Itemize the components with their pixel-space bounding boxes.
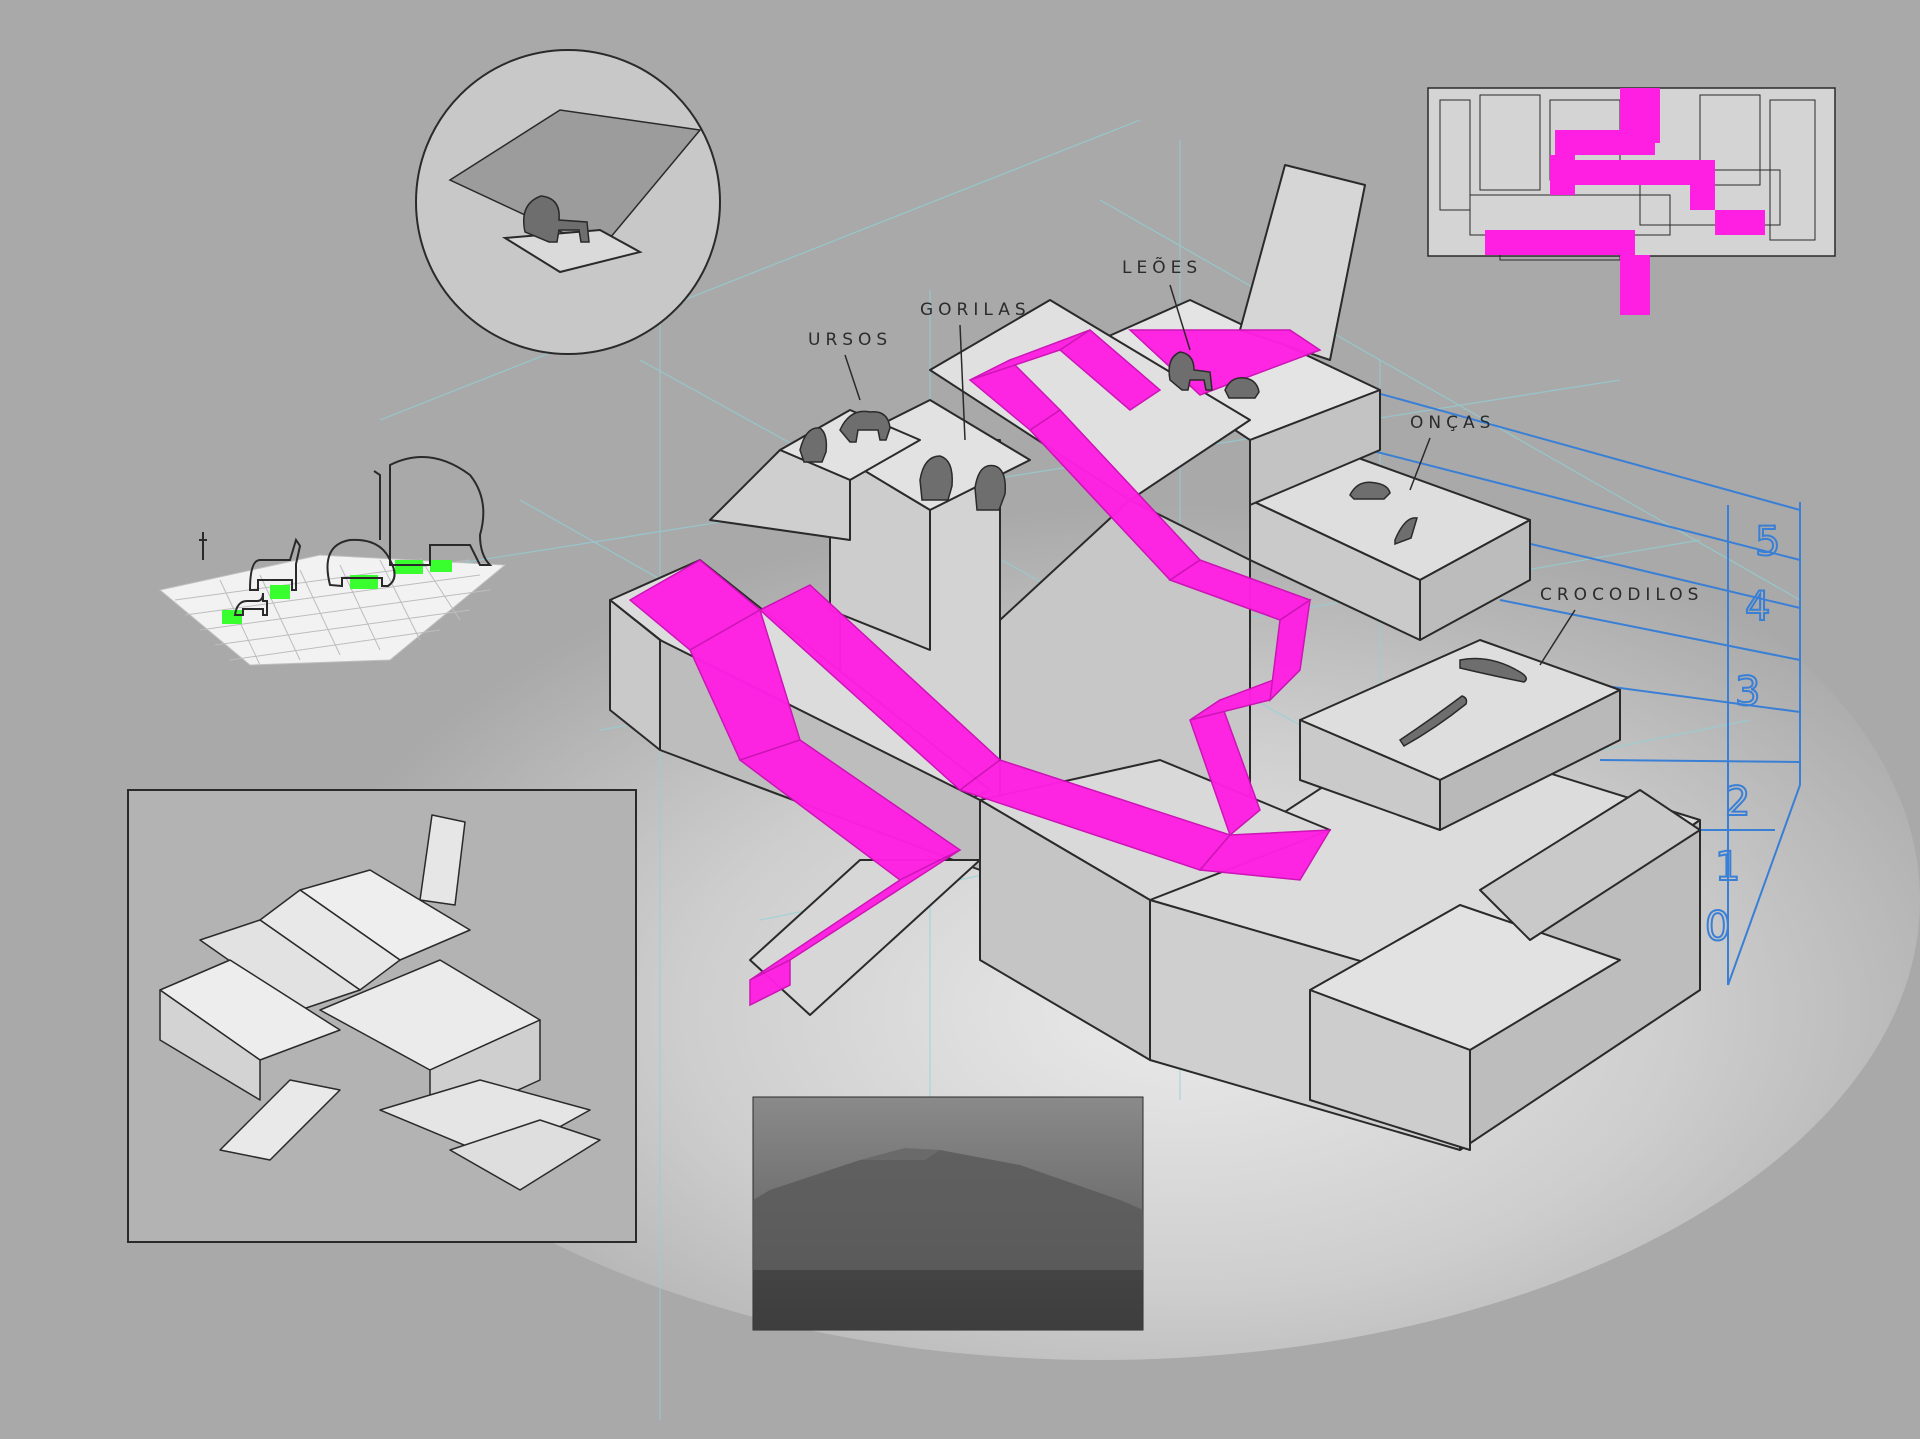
path-seg-16 <box>1058 329 1162 411</box>
plan-path <box>1575 160 1695 185</box>
level-2: 2 <box>1725 779 1750 825</box>
jaguar-icon <box>1394 517 1418 546</box>
jaguar-icon <box>1349 481 1391 500</box>
floor-plan <box>1427 87 1836 315</box>
preview-monolith <box>419 814 466 906</box>
dog-icon <box>233 592 268 616</box>
visitor-path <box>628 329 1332 1007</box>
path-seg-5 <box>749 958 791 1007</box>
crocodile-icon <box>1459 657 1527 683</box>
plan-path <box>1690 160 1715 210</box>
inset-platform <box>501 228 643 274</box>
block-base-front <box>979 799 1151 1061</box>
human-icon <box>199 532 207 560</box>
grid-cell-green <box>395 560 423 574</box>
level-1: 1 <box>1715 844 1740 890</box>
grid-cell-green <box>430 560 452 572</box>
preview-block <box>449 1119 601 1191</box>
ramp-right <box>1479 789 1701 941</box>
hippo-icon <box>326 538 396 588</box>
label-leoes: LEÕES <box>1122 256 1202 278</box>
level-0: 0 <box>1705 904 1730 950</box>
level-numbers: 0 1 2 3 4 5 <box>1704 518 1781 951</box>
fog-silhouette <box>860 1148 940 1160</box>
preview-block <box>159 989 261 1101</box>
preview-ramp <box>219 1079 341 1161</box>
label-crocodilos: CROCODILOS <box>1540 585 1703 605</box>
level-5: 5 <box>1755 519 1780 565</box>
animal-scale-grid <box>158 456 507 666</box>
deer-icon <box>248 537 302 591</box>
block-onca-side <box>1419 519 1531 641</box>
framed-preview <box>127 789 637 1243</box>
ramp-left <box>749 859 981 1016</box>
plan-path <box>1715 210 1765 235</box>
label-oncas: ONÇAS <box>1410 413 1495 433</box>
block-croc-side <box>1439 689 1621 831</box>
label-gorilas: GORILAS <box>920 300 1031 320</box>
circle-detail-inset <box>415 49 721 355</box>
path-seg-8 <box>1198 829 1332 881</box>
grid-cell-green <box>222 610 242 624</box>
block-urso-front <box>709 449 851 541</box>
elephant-icon <box>389 456 493 566</box>
plan-path <box>1485 230 1635 255</box>
crocodile-icon <box>1398 695 1468 747</box>
block-lion-front <box>1249 389 1381 506</box>
fog-silhouette <box>753 1150 1143 1280</box>
gorilla-icon <box>974 464 1007 511</box>
lion-icon <box>1168 351 1213 391</box>
block-gorila-front <box>829 449 931 651</box>
lion-icon <box>523 195 590 243</box>
plan-path <box>1620 255 1650 315</box>
block-lowright-front <box>1309 989 1471 1151</box>
bear-icon <box>839 410 891 443</box>
level-ruler <box>1239 354 1801 986</box>
labels: URSOS GORILAS LEÕES ONÇAS CROCODILOS <box>808 256 1703 666</box>
bear-icon <box>799 427 828 463</box>
label-ursos: URSOS <box>808 330 892 350</box>
level-4: 4 <box>1745 584 1770 630</box>
lion-icon <box>1224 377 1260 399</box>
animals-main <box>799 351 1527 747</box>
fog-render <box>752 1096 1144 1331</box>
plan-path <box>1550 155 1575 195</box>
giraffe-icon <box>373 470 381 540</box>
gorilla-icon <box>919 455 953 501</box>
preview-block <box>379 1079 591 1161</box>
level-3: 3 <box>1735 669 1760 715</box>
plan-path <box>1555 130 1655 155</box>
grid-cell-green <box>270 585 290 599</box>
